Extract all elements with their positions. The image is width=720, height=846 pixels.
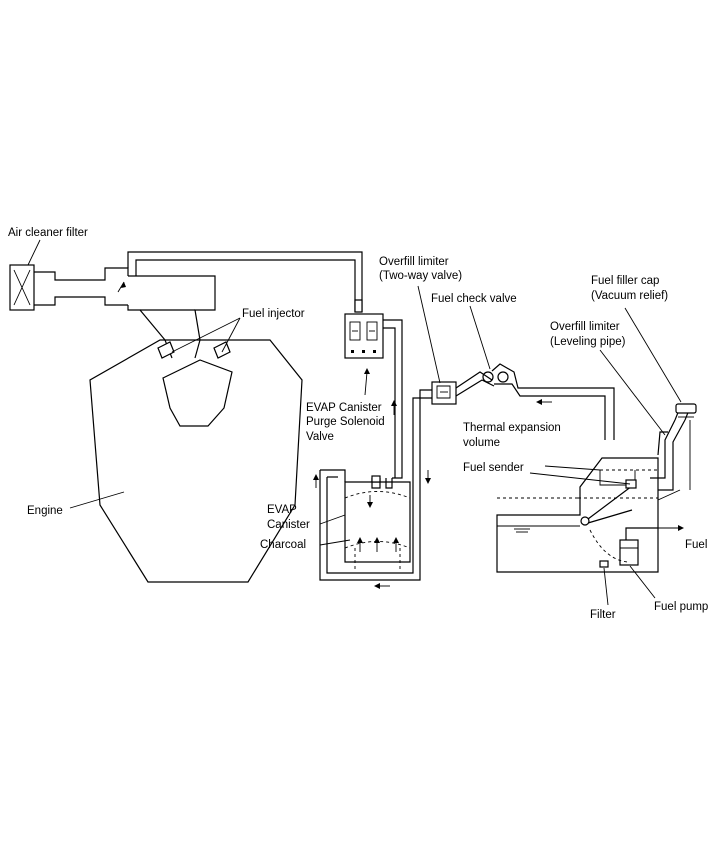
label-charcoal: Charcoal [260, 539, 306, 551]
leader-lines [27, 239, 682, 606]
purge-solenoid-valve [344, 313, 403, 479]
evap-canister [344, 475, 411, 570]
label-purge-valve-1: EVAP Canister [306, 402, 382, 414]
engine-block [89, 339, 303, 583]
fuel-check-valve [482, 363, 615, 440]
label-canister-2: Canister [267, 519, 310, 531]
label-overfill-leveling-2: (Leveling pipe) [550, 336, 626, 348]
label-canister-1: EVAP [267, 504, 297, 516]
label-filler-cap-2: (Vacuum relief) [591, 290, 668, 302]
canister-vent-loop [313, 389, 432, 589]
label-fuel-pump: Fuel pump [654, 601, 708, 613]
label-fuel-injector: Fuel injector [242, 308, 305, 320]
label-fuel-check-valve: Fuel check valve [431, 293, 517, 305]
label-air-cleaner-filter: Air cleaner filter [8, 227, 88, 239]
intake-manifold [117, 275, 231, 359]
two-way-valve [431, 371, 495, 405]
label-thermal-1: Thermal expansion [463, 422, 561, 434]
filler-neck [650, 403, 697, 501]
label-thermal-2: volume [463, 437, 500, 449]
label-filter: Filter [590, 609, 616, 621]
label-filler-cap-1: Fuel filler cap [591, 275, 659, 287]
label-fuel: Fuel [685, 539, 707, 551]
label-overfill-two-way-2: (Two-way valve) [379, 270, 462, 282]
label-engine: Engine [27, 505, 63, 517]
air-cleaner [9, 264, 129, 311]
label-purge-valve-2: Purge Solenoid [306, 416, 385, 428]
fuel-tank [496, 457, 684, 573]
label-overfill-two-way-1: Overfill limiter [379, 256, 449, 268]
label-fuel-sender: Fuel sender [463, 462, 524, 474]
label-overfill-leveling-1: Overfill limiter [550, 321, 620, 333]
label-purge-valve-3: Valve [306, 431, 334, 443]
purge-line [127, 251, 363, 313]
